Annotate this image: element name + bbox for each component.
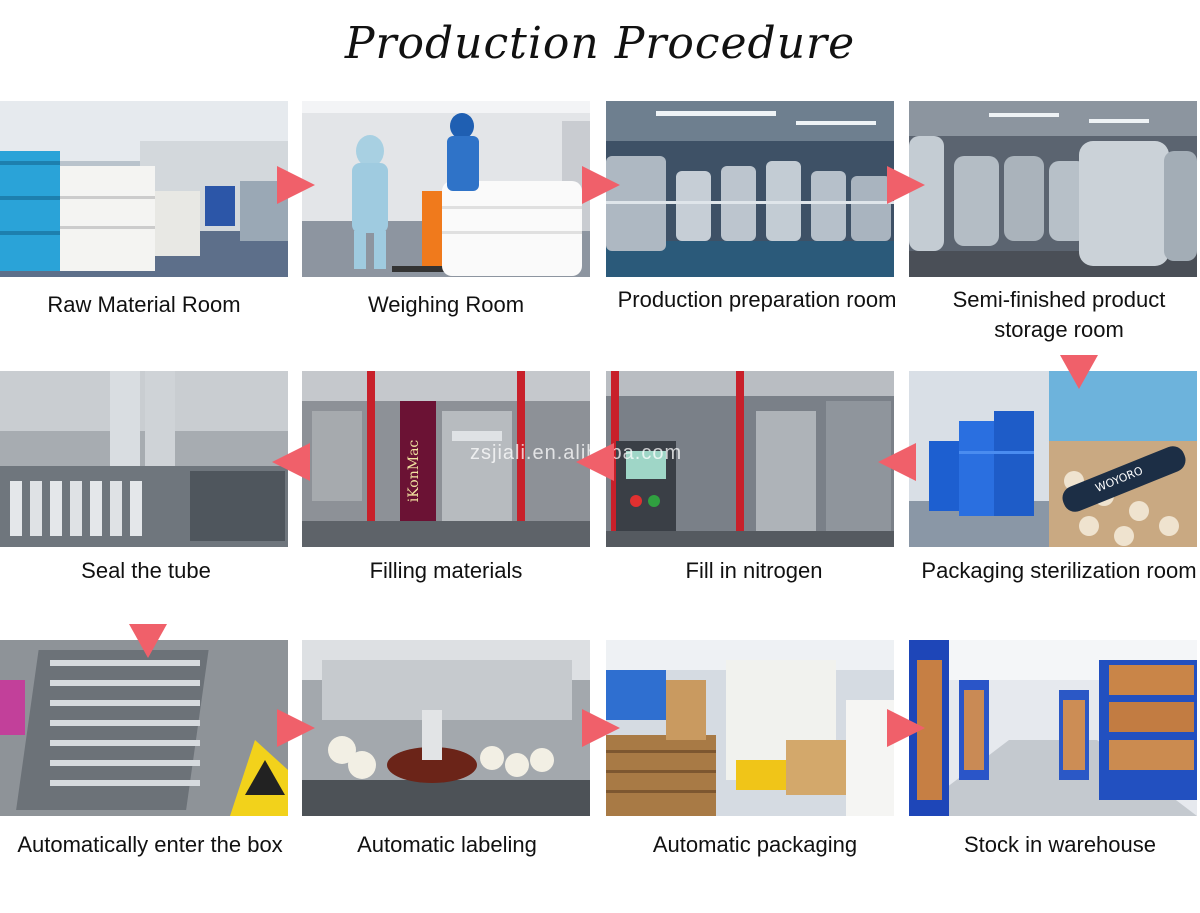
photo-automatic-labeling (302, 640, 590, 816)
step-label: Automatic packaging (652, 832, 858, 857)
step-label: Automatically enter the box (17, 832, 283, 857)
flow-arrow-right (887, 166, 925, 204)
flow-arrow-right (887, 709, 925, 747)
ikonmac-sign: iKonMac (406, 440, 422, 503)
photo-weighing-room (302, 101, 590, 277)
step-label: Semi-finished product storage room (952, 287, 1166, 342)
step-label: Stock in warehouse (964, 832, 1156, 857)
flow-arrow-down (1060, 355, 1098, 389)
flow-arrow-right (277, 709, 315, 747)
step-label: Automatic labeling (357, 832, 537, 857)
step-label: Seal the tube (81, 558, 211, 583)
photo-packaging-sterilization-room: WOYORO (909, 371, 1197, 547)
flow-arrow-left (576, 443, 614, 481)
photo-stock-in-warehouse (909, 640, 1197, 816)
step-label: Filling materials (369, 558, 523, 583)
flow-arrow-right (277, 166, 315, 204)
watermark: zsjiali.en.alibaba.com (470, 442, 683, 464)
step-label: Raw Material Room (47, 292, 241, 317)
flow-arrow-right (582, 166, 620, 204)
photo-fill-in-nitrogen (606, 371, 894, 547)
photo-production-preparation-room (606, 101, 894, 277)
flow-arrow-left (272, 443, 310, 481)
photo-seal-the-tube (0, 371, 288, 547)
flow-arrow-right (582, 709, 620, 747)
photo-filling-materials: iKonMac (302, 371, 590, 547)
step-label: Fill in nitrogen (685, 558, 823, 583)
flow-arrow-down (129, 624, 167, 658)
flow-arrow-left (878, 443, 916, 481)
photo-raw-material-room (0, 101, 288, 277)
photo-semi-finished-storage-room (909, 101, 1197, 277)
step-label: Production preparation room (617, 287, 897, 312)
step-label: Weighing Room (367, 292, 525, 317)
page-title: Production Procedure (344, 18, 856, 69)
step-label: Packaging sterilization room (921, 558, 1197, 583)
photo-automatic-packaging (606, 640, 894, 816)
photo-automatically-enter-box (0, 640, 288, 816)
